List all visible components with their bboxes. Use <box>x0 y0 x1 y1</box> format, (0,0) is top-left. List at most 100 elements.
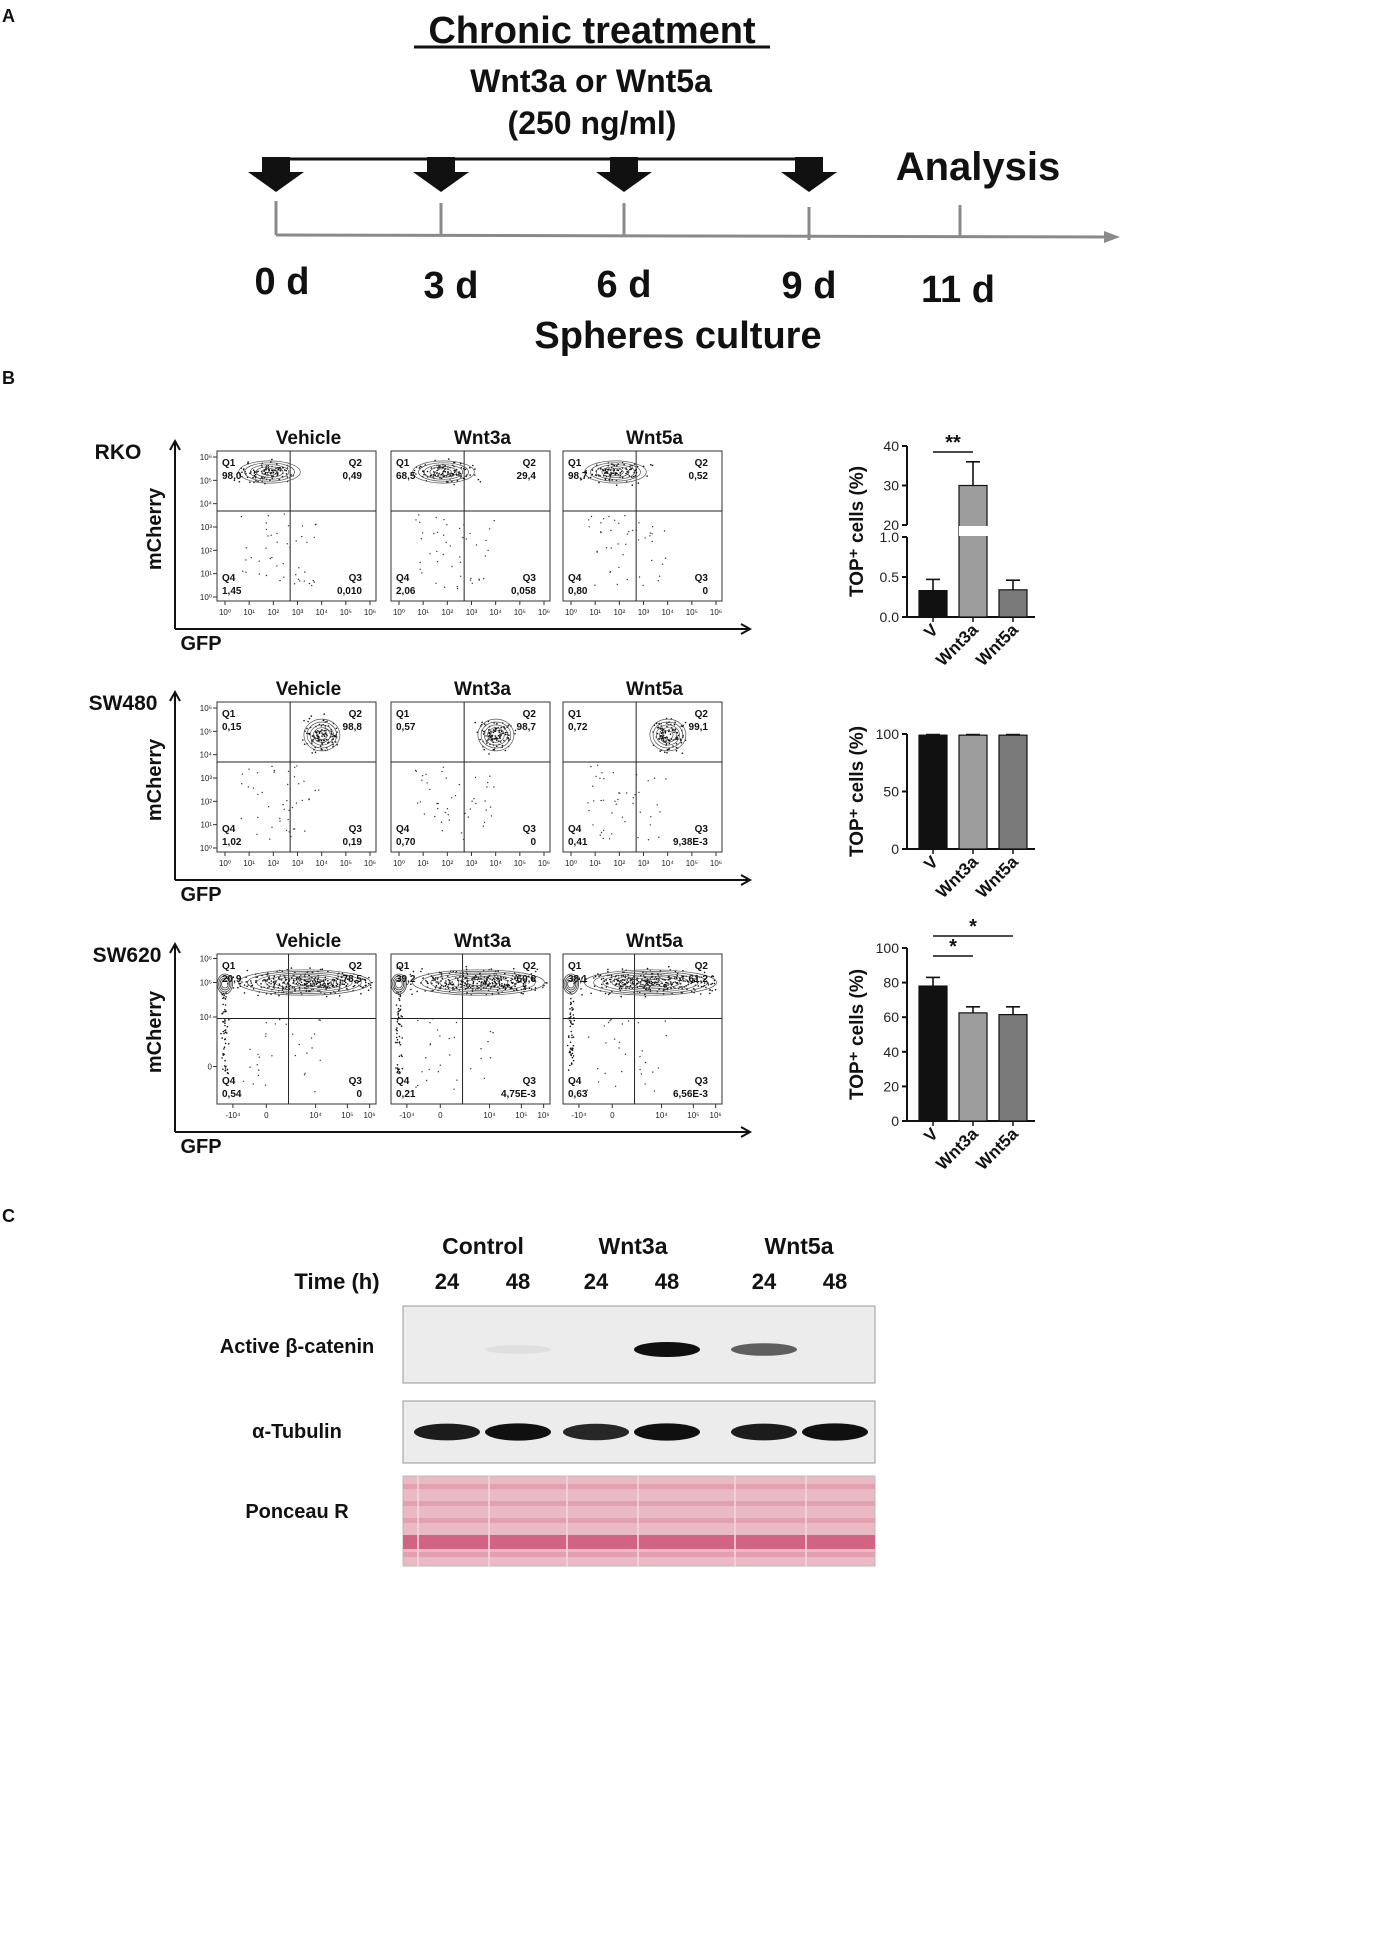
event-dot <box>269 557 271 560</box>
event-dot <box>676 974 678 977</box>
event-dot <box>271 826 273 828</box>
contour-ring <box>306 721 338 749</box>
event-dot <box>600 799 602 802</box>
contour-ring <box>564 975 578 993</box>
event-dot <box>447 975 449 977</box>
event-dot <box>607 983 609 985</box>
event-dot <box>711 975 714 977</box>
event-dot <box>467 816 469 818</box>
event-dot <box>625 986 627 988</box>
event-dot <box>610 529 612 532</box>
event-dot <box>412 970 415 973</box>
quadrant-name-q2: Q2 <box>695 961 709 972</box>
event-dot <box>600 522 602 524</box>
event-dot <box>296 765 298 767</box>
event-dot <box>397 1023 400 1025</box>
x-tick-label: 10³ <box>292 608 304 617</box>
event-dot <box>588 809 590 812</box>
event-dot <box>297 578 300 580</box>
event-dot <box>484 981 487 983</box>
event-dot <box>439 1035 441 1037</box>
event-dot <box>661 563 664 565</box>
event-dot <box>326 982 329 985</box>
event-dot <box>594 584 596 586</box>
event-dot <box>317 734 319 736</box>
event-dot <box>677 734 680 737</box>
event-dot <box>603 829 605 832</box>
event-dot <box>323 979 325 981</box>
chart-y-tick-label: 100 <box>876 940 900 956</box>
contour-ring <box>567 979 575 989</box>
event-dot <box>420 538 422 540</box>
event-dot <box>325 738 328 741</box>
time-axis-label: Time (h) <box>294 1269 379 1294</box>
event-dot <box>458 471 460 473</box>
event-dot <box>287 770 290 773</box>
plot-condition-title: Vehicle <box>276 428 342 449</box>
event-dot <box>434 474 437 477</box>
contour-ring <box>309 724 334 746</box>
event-dot <box>444 811 446 814</box>
event-dot <box>257 994 259 997</box>
event-dot <box>572 1036 575 1038</box>
quadrant-name-q3: Q3 <box>349 824 363 835</box>
event-dot <box>399 994 402 996</box>
y-tick-label: 10¹ <box>200 570 212 579</box>
event-dot <box>640 1073 642 1075</box>
x-tick-label: 10⁰ <box>219 859 231 868</box>
event-dot <box>657 1067 660 1069</box>
event-dot <box>285 469 288 472</box>
time-point-label: 24 <box>435 1269 460 1294</box>
contour-ring <box>584 969 717 996</box>
event-dot <box>507 738 510 740</box>
event-dot <box>313 536 315 539</box>
quadrant-value-q4: 0,80 <box>568 586 588 597</box>
event-dot <box>424 990 427 992</box>
event-dot <box>320 739 323 742</box>
event-dot <box>658 575 661 577</box>
event-dot <box>436 472 438 474</box>
event-dot <box>610 471 612 474</box>
event-dot <box>608 515 610 518</box>
quadrant-value-q4: 0,54 <box>222 1089 242 1100</box>
event-dot <box>666 749 669 751</box>
event-dot <box>543 984 545 987</box>
x-tick-label: 10⁵ <box>514 859 526 868</box>
event-dot <box>610 547 612 549</box>
event-dot <box>658 738 660 740</box>
event-dot <box>507 983 510 986</box>
event-dot <box>361 978 364 980</box>
event-dot <box>600 978 603 980</box>
quadrant-name-q3: Q3 <box>523 824 537 835</box>
event-dot <box>317 730 319 732</box>
contour-ring <box>466 979 490 986</box>
event-dot <box>434 815 436 818</box>
event-dot <box>487 984 490 987</box>
plot-condition-title: Vehicle <box>276 931 342 952</box>
event-dot <box>503 972 506 975</box>
event-dot <box>353 985 356 987</box>
event-dot <box>650 982 653 985</box>
event-dot <box>399 1017 401 1020</box>
event-dot <box>684 721 687 724</box>
event-dot <box>480 1048 482 1050</box>
event-dot <box>675 750 678 752</box>
quadrant-value-q1: 68,5 <box>396 471 416 482</box>
event-dot <box>314 789 316 792</box>
event-dot <box>465 977 467 979</box>
x-tick-label: 10⁶ <box>538 859 550 868</box>
event-dot <box>650 463 652 466</box>
event-dot <box>665 778 667 780</box>
event-dot <box>479 481 482 483</box>
event-dot <box>440 972 443 974</box>
event-dot <box>570 1002 572 1005</box>
contour-ring <box>607 468 624 476</box>
event-dot <box>221 1013 223 1015</box>
event-dot <box>458 527 461 530</box>
event-dot <box>430 467 433 469</box>
event-dot <box>448 1037 450 1040</box>
event-dot <box>613 980 615 982</box>
contour-ring <box>292 979 316 986</box>
event-dot <box>256 471 258 473</box>
contour-ring <box>303 718 341 752</box>
